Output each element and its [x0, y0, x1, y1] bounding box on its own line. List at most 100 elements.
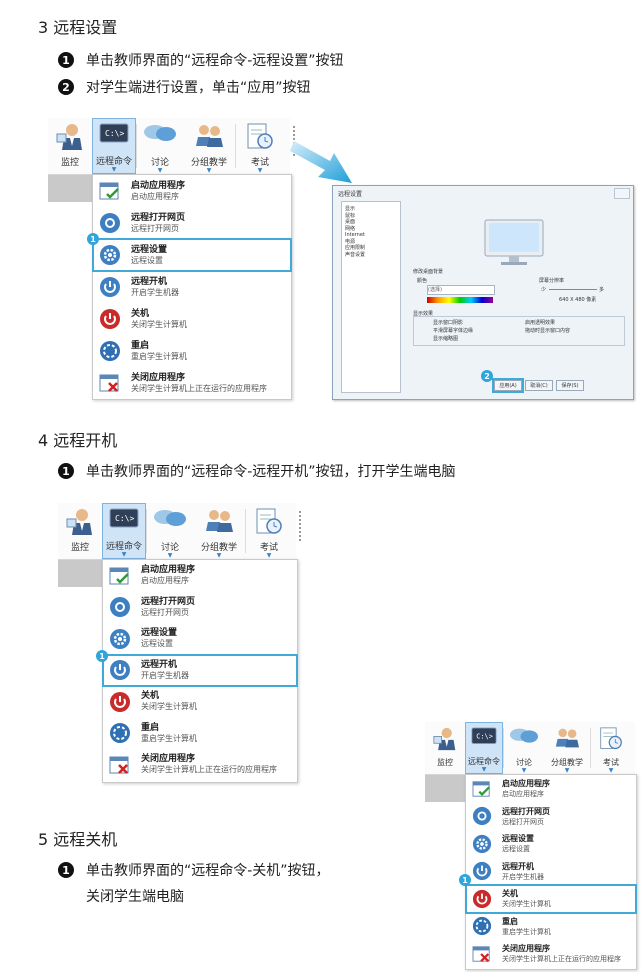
close-app-icon [109, 756, 129, 774]
settings-sidebar: 显示 鼠标 桌面 网络 Internet 电源 应用限制 声音设置 [341, 201, 401, 393]
menu-item-shutdown[interactable]: 关机关闭学生计算机 [103, 686, 297, 718]
webpage-icon [472, 807, 492, 826]
sidebar-item[interactable]: 电源 [345, 238, 356, 245]
menu-item-remote-power-on[interactable]: 远程开机开启学生机器 [93, 271, 291, 303]
shutdown-icon [110, 691, 130, 712]
shutdown-icon [472, 889, 492, 908]
step-text: 单击教师界面的“远程命令-关机”按钮， [86, 863, 330, 879]
toolbar-button-exam[interactable]: 考试 ▼ [246, 503, 292, 559]
group-users-icon [555, 728, 579, 748]
checkbox-left[interactable]: 显示窗口阴影 [433, 320, 464, 326]
gear-icon [110, 628, 130, 649]
toolbar-button-monitor[interactable]: 监控 [48, 118, 92, 174]
toolbar-button-remote-command[interactable]: C:\> 远程命令 ▼ [465, 722, 503, 774]
toolbar-button-group-teaching[interactable]: 分组教学 ▼ [193, 503, 245, 559]
svg-text:C:\>: C:\> [115, 514, 134, 523]
toolbar-button-group-teaching[interactable]: 分组教学 ▼ [183, 118, 235, 174]
checkbox-left[interactable]: 显示缩略图 [433, 336, 459, 342]
toolbar-button-exam[interactable]: 考试 ▼ [591, 722, 631, 774]
menu-item-start-app[interactable]: 启动应用程序启动应用程序 [103, 560, 297, 592]
menu-item-remote-settings[interactable]: 远程设置远程设置 [92, 238, 292, 272]
shutdown-icon [100, 309, 120, 329]
chevron-down-icon: ▼ [481, 766, 487, 773]
toolbar-button-monitor[interactable]: 监控 [58, 503, 102, 559]
sidebar-item[interactable]: 显示 [345, 206, 356, 212]
menu-item-shutdown[interactable]: 关机关闭学生计算机 [465, 884, 637, 914]
menu-item-restart[interactable]: 重启重启学生计算机 [103, 718, 297, 750]
menu-item-start-app[interactable]: 启动应用程序启动应用程序 [93, 175, 291, 207]
sidebar-item[interactable]: 桌面 [345, 219, 356, 225]
toolbar-button-monitor[interactable]: 监控 [425, 722, 465, 774]
toolbar-button-discuss[interactable]: 讨论 ▼ [504, 722, 544, 774]
group-users-icon [196, 125, 223, 147]
chevron-down-icon: ▼ [521, 767, 527, 774]
power-on-icon [100, 277, 120, 297]
resolution-slider[interactable] [549, 289, 597, 290]
callout-badge: 1 [459, 874, 471, 886]
exam-clock-icon [600, 727, 622, 750]
menu-item-remote-power-on[interactable]: 远程开机开启学生机器 [466, 858, 636, 886]
menu-item-start-app[interactable]: 启动应用程序启动应用程序 [466, 775, 636, 803]
step-text: 对学生端进行设置，单击“应用”按钮 [86, 80, 311, 96]
save-button[interactable]: 保存(S) [556, 380, 584, 391]
start-app-icon [99, 182, 119, 200]
menu-item-remote-settings[interactable]: 远程设置远程设置 [103, 623, 297, 655]
restart-icon [472, 917, 492, 936]
section-5-step-1-line-2: 关闭学生端电脑 [86, 889, 184, 905]
menu-item-close-app[interactable]: 关闭应用程序关闭学生计算机上正在运行的应用程序 [93, 367, 291, 399]
webpage-icon [100, 213, 120, 233]
sidebar-item[interactable]: 应用限制 [345, 245, 366, 251]
menu-item-shutdown[interactable]: 关机关闭学生计算机 [93, 303, 291, 335]
remote-settings-dialog: 远程设置 显示 鼠标 桌面 网络 Internet 电源 应用限制 声音设置 修… [332, 185, 634, 400]
step-number-badge: 1 [58, 463, 74, 479]
section-3-title: 3 远程设置 [38, 18, 118, 37]
toolbar-button-remote-command[interactable]: C:\> 远程命令 ▼ [92, 118, 136, 174]
remote-command-menu: 启动应用程序启动应用程序 远程打开网页远程打开网页 远程设置远程设置 远程开机开… [92, 174, 292, 400]
sidebar-item[interactable]: 鼠标 [345, 212, 356, 219]
toolbar-button-remote-command[interactable]: C:\> 远程命令 ▼ [102, 503, 146, 559]
chevron-down-icon: ▼ [121, 551, 127, 558]
close-app-icon [99, 374, 119, 392]
menu-item-open-webpage[interactable]: 远程打开网页远程打开网页 [466, 803, 636, 831]
apply-button[interactable]: 应用(A) [492, 378, 524, 393]
remote-command-menu: 启动应用程序启动应用程序 远程打开网页远程打开网页 远程设置远程设置 远程开机开… [102, 559, 298, 783]
menu-item-remote-settings[interactable]: 远程设置远程设置 [466, 830, 636, 858]
chevron-down-icon: ▼ [111, 166, 117, 173]
cancel-button[interactable]: 取消(C) [525, 380, 553, 391]
checkbox-left[interactable]: 平滑屏幕字体边缘 [433, 328, 474, 334]
color-select[interactable]: (选择) [427, 285, 495, 295]
checkbox-right[interactable]: 拖动时显示窗口内容 [525, 328, 571, 334]
menu-item-open-webpage[interactable]: 远程打开网页远程打开网页 [103, 592, 297, 624]
color-spectrum[interactable] [427, 297, 493, 303]
sidebar-item[interactable]: 声音设置 [345, 251, 366, 258]
menu-item-restart[interactable]: 重启重启学生计算机 [93, 335, 291, 367]
chevron-down-icon: ▼ [216, 552, 222, 559]
terminal-icon: C:\> [99, 123, 129, 143]
menu-item-remote-power-on[interactable]: 远程开机开启学生机器 [102, 653, 298, 687]
toolbar-button-discuss[interactable]: 讨论 ▼ [147, 503, 193, 559]
callout-badge: 1 [96, 650, 108, 662]
menu-item-open-webpage[interactable]: 远程打开网页远程打开网页 [93, 207, 291, 239]
chevron-down-icon: ▼ [564, 767, 570, 774]
step-text: 单击教师界面的“远程命令-远程设置”按钮 [86, 53, 344, 69]
toolbar-button-discuss[interactable]: 讨论 ▼ [137, 118, 183, 174]
menu-item-close-app[interactable]: 关闭应用程序关闭学生计算机上正在运行的应用程序 [103, 749, 297, 781]
chevron-down-icon: ▼ [206, 167, 212, 174]
toolbar-button-exam[interactable]: 考试 ▼ [236, 118, 284, 174]
monitor-person-icon [66, 509, 92, 535]
toolbar-button-group-teaching[interactable]: 分组教学 ▼ [544, 722, 590, 774]
sidebar-item[interactable]: Internet [345, 232, 365, 238]
chevron-down-icon: ▼ [167, 552, 173, 559]
sidebar-item[interactable]: 网络 [345, 225, 356, 232]
menu-item-restart[interactable]: 重启重启学生计算机 [466, 913, 636, 941]
step-number-badge: 1 [58, 52, 74, 68]
checkbox-right[interactable]: 启用透明效果 [525, 320, 556, 326]
section-3-step-2: 2 对学生端进行设置，单击“应用”按钮 [58, 77, 311, 97]
close-icon[interactable] [614, 188, 630, 199]
chat-bubbles-icon [154, 510, 186, 526]
terminal-icon: C:\> [471, 727, 497, 744]
menu-item-close-app[interactable]: 关闭应用程序关闭学生计算机上正在运行的应用程序 [466, 940, 636, 968]
step-number-badge: 1 [58, 862, 74, 878]
section-3-step-1: 1 单击教师界面的“远程命令-远程设置”按钮 [58, 50, 344, 70]
restart-icon [100, 341, 120, 361]
